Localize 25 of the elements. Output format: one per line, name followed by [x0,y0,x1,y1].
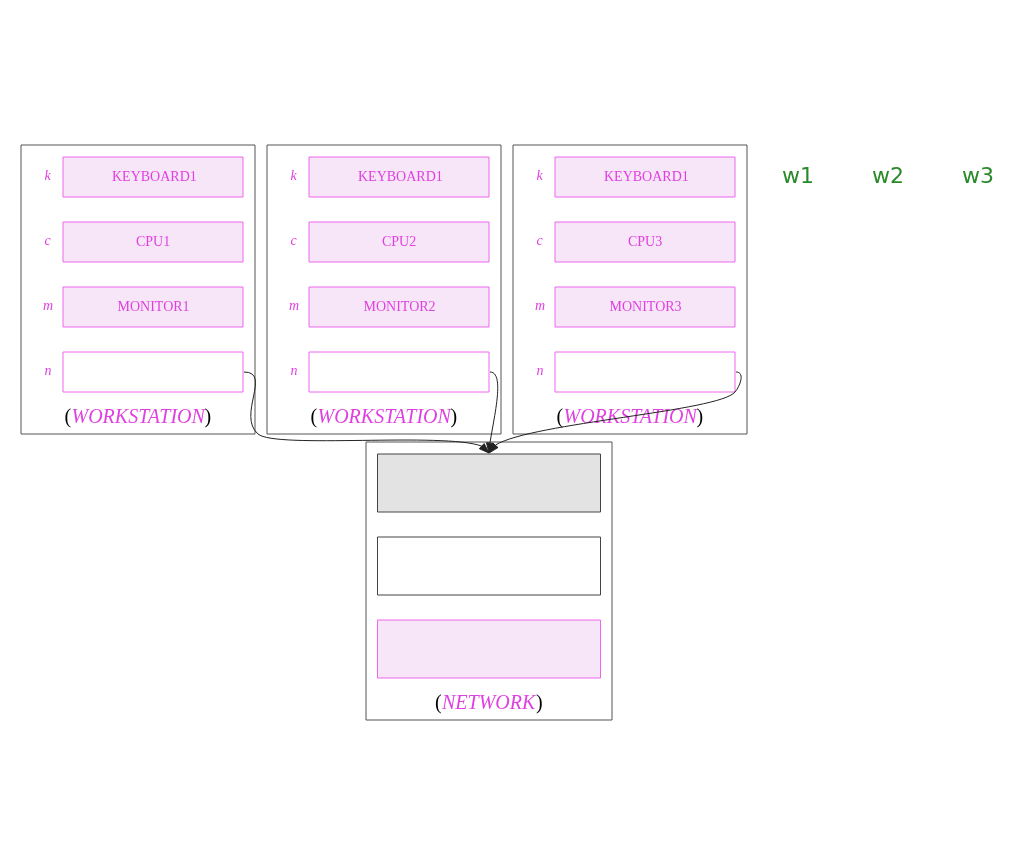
node-label: m [534,297,545,313]
label: w2 [871,162,904,188]
arrow [488,371,742,454]
node-label: (NETWORK) [434,691,543,713]
node-label: k [44,167,51,183]
node-label: n [44,362,51,378]
cluster [266,144,501,435]
node-label: n [290,362,297,378]
label: w1 [781,162,814,188]
node-label: (WORKSTATION) [310,405,457,427]
node-label: n [536,362,543,378]
node-label: c [290,232,297,248]
node-box [376,619,601,679]
cluster [20,144,255,435]
node-label: m [288,297,299,313]
node-label: (WORKSTATION) [64,405,211,427]
label: w3 [961,162,994,188]
node-label: c [44,232,51,248]
node-label: k [536,167,543,183]
node-box [376,453,601,513]
node-label: c [536,232,543,248]
cluster [512,144,747,435]
node-label: m [42,297,53,313]
node-label: k [290,167,297,183]
node-box [376,536,601,596]
